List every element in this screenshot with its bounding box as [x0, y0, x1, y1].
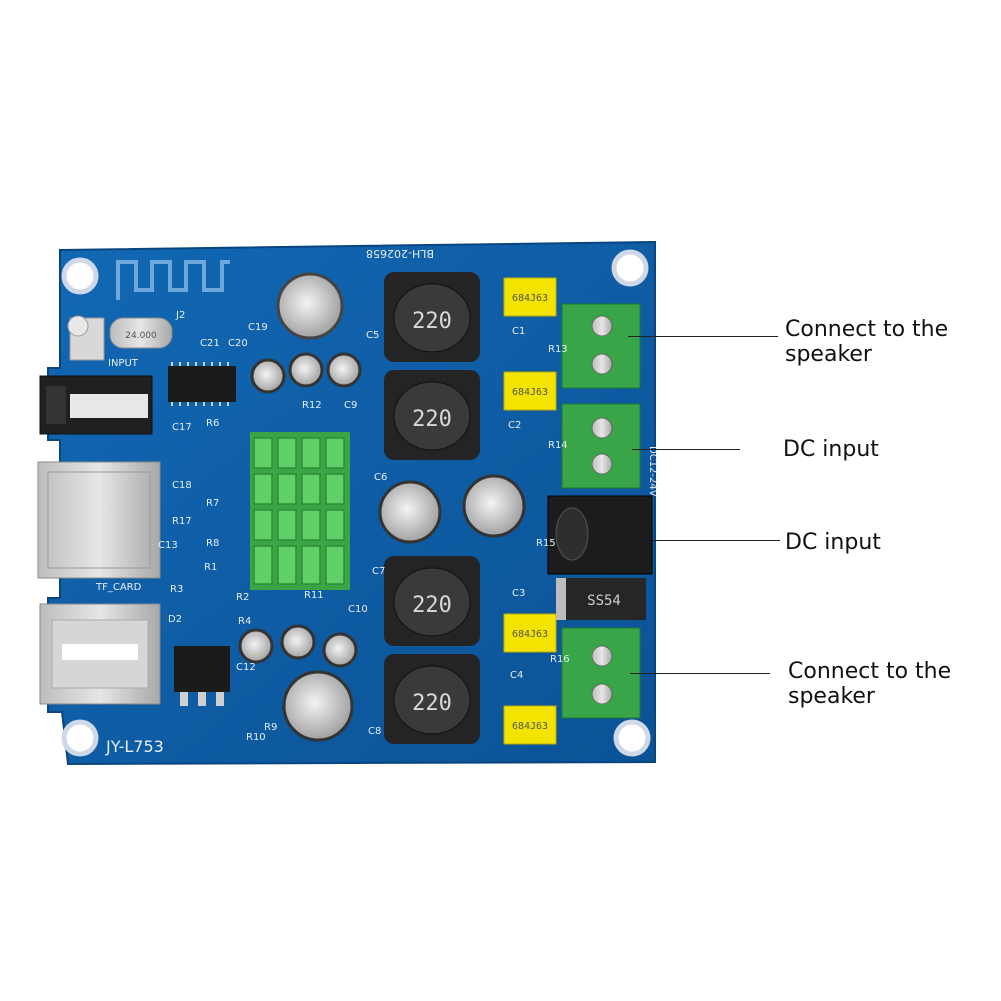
ref-r6: R6 [206, 418, 219, 429]
input-connector [67, 315, 105, 361]
callout-speaker-bottom-line1: Connect to the [788, 659, 952, 684]
bluetooth-chip [168, 362, 236, 406]
ref-c20: C20 [228, 338, 248, 349]
ref-d2: D2 [168, 614, 182, 625]
serial-label: BLH-202658 [366, 247, 434, 260]
ref-r3: R3 [170, 584, 183, 595]
svg-text:SS54: SS54 [587, 593, 621, 609]
ref-r1: R1 [204, 562, 217, 573]
callout-leader-1 [628, 336, 778, 337]
inductor-value: 220 [412, 691, 452, 716]
inductor-value: 220 [412, 407, 452, 432]
film-capacitor-label: 684J63 [512, 293, 548, 304]
ref-c10: C10 [348, 604, 368, 615]
ref-r14: R14 [548, 440, 568, 451]
ref-r4: R4 [238, 616, 251, 627]
dc-barrel-jack [547, 495, 653, 575]
mounting-holes [61, 249, 651, 757]
callout-leader-4 [630, 673, 770, 674]
ref-c18: C18 [172, 480, 192, 491]
crystal: 24.000 [109, 317, 173, 349]
ref-c6: C6 [374, 472, 387, 483]
svg-text:24.000: 24.000 [125, 331, 157, 341]
film-capacitor-label: 684J63 [512, 721, 548, 732]
callout-dc-input-terminal-text: DC input [783, 437, 879, 462]
ref-r8: R8 [206, 538, 219, 549]
ref-r11: R11 [304, 590, 324, 601]
film-capacitor-label: 684J63 [512, 629, 548, 640]
callout-leader-2 [632, 449, 740, 450]
callout-leader-3 [652, 540, 780, 541]
audio-jack [39, 375, 153, 435]
ref-c17: C17 [172, 422, 192, 433]
ref-r15: R15 [536, 538, 556, 549]
ref-r10: R10 [246, 732, 266, 743]
ref-r16: R16 [550, 654, 570, 665]
callout-dc-input-jack-text: DC input [785, 530, 881, 555]
screw-terminals [561, 303, 641, 719]
ref-r9: R9 [264, 722, 277, 733]
ref-c13: C13 [158, 540, 178, 551]
ref-c12: C12 [236, 662, 256, 673]
ref-c5: C5 [366, 330, 379, 341]
ref-r12: R12 [302, 400, 322, 411]
callout-dc-input-jack: DC input [785, 530, 881, 555]
tf-card-label: TF_CARD [95, 582, 142, 593]
inductors: 220 220 220 220 [384, 272, 480, 744]
ref-c9: C9 [344, 400, 357, 411]
voltage-regulator [174, 646, 230, 706]
film-capacitors: 684J63 684J63 684J63 684J63 [503, 277, 557, 745]
callout-speaker-bottom: Connect to the speaker [788, 659, 951, 709]
antenna-trace [116, 260, 230, 300]
callout-speaker-bottom-line2: speaker [788, 684, 875, 709]
inductor-value: 220 [412, 593, 452, 618]
ref-j2: J2 [175, 310, 185, 321]
ref-c19: C19 [248, 322, 268, 333]
ref-r7: R7 [206, 498, 219, 509]
heatsink [250, 432, 350, 590]
model-label: JY-L753 [105, 737, 164, 756]
ref-r2: R2 [236, 592, 249, 603]
film-capacitor-label: 684J63 [512, 387, 548, 398]
tf-card-slot [37, 461, 161, 579]
input-label: INPUT [108, 358, 139, 369]
callout-dc-input-terminal: DC input [783, 437, 879, 462]
callout-speaker-top: Connect to the speaker [785, 317, 948, 367]
inductor-value: 220 [412, 309, 452, 334]
electrolytic-capacitors [238, 272, 526, 742]
diode: SS54 [556, 578, 646, 620]
ref-r13: R13 [548, 344, 568, 355]
callout-speaker-top-line1: Connect to the [785, 317, 949, 342]
ref-c1: C1 [512, 326, 525, 337]
ref-c4: C4 [510, 670, 523, 681]
ref-c7: C7 [372, 566, 385, 577]
ref-r17: R17 [172, 516, 192, 527]
usb-port [39, 603, 161, 705]
ref-c3: C3 [512, 588, 525, 599]
ref-c2: C2 [508, 420, 521, 431]
callout-speaker-top-line2: speaker [785, 342, 872, 367]
power-label: DC12-24V [647, 446, 658, 497]
ref-c21: C21 [200, 338, 220, 349]
ref-c8: C8 [368, 726, 381, 737]
